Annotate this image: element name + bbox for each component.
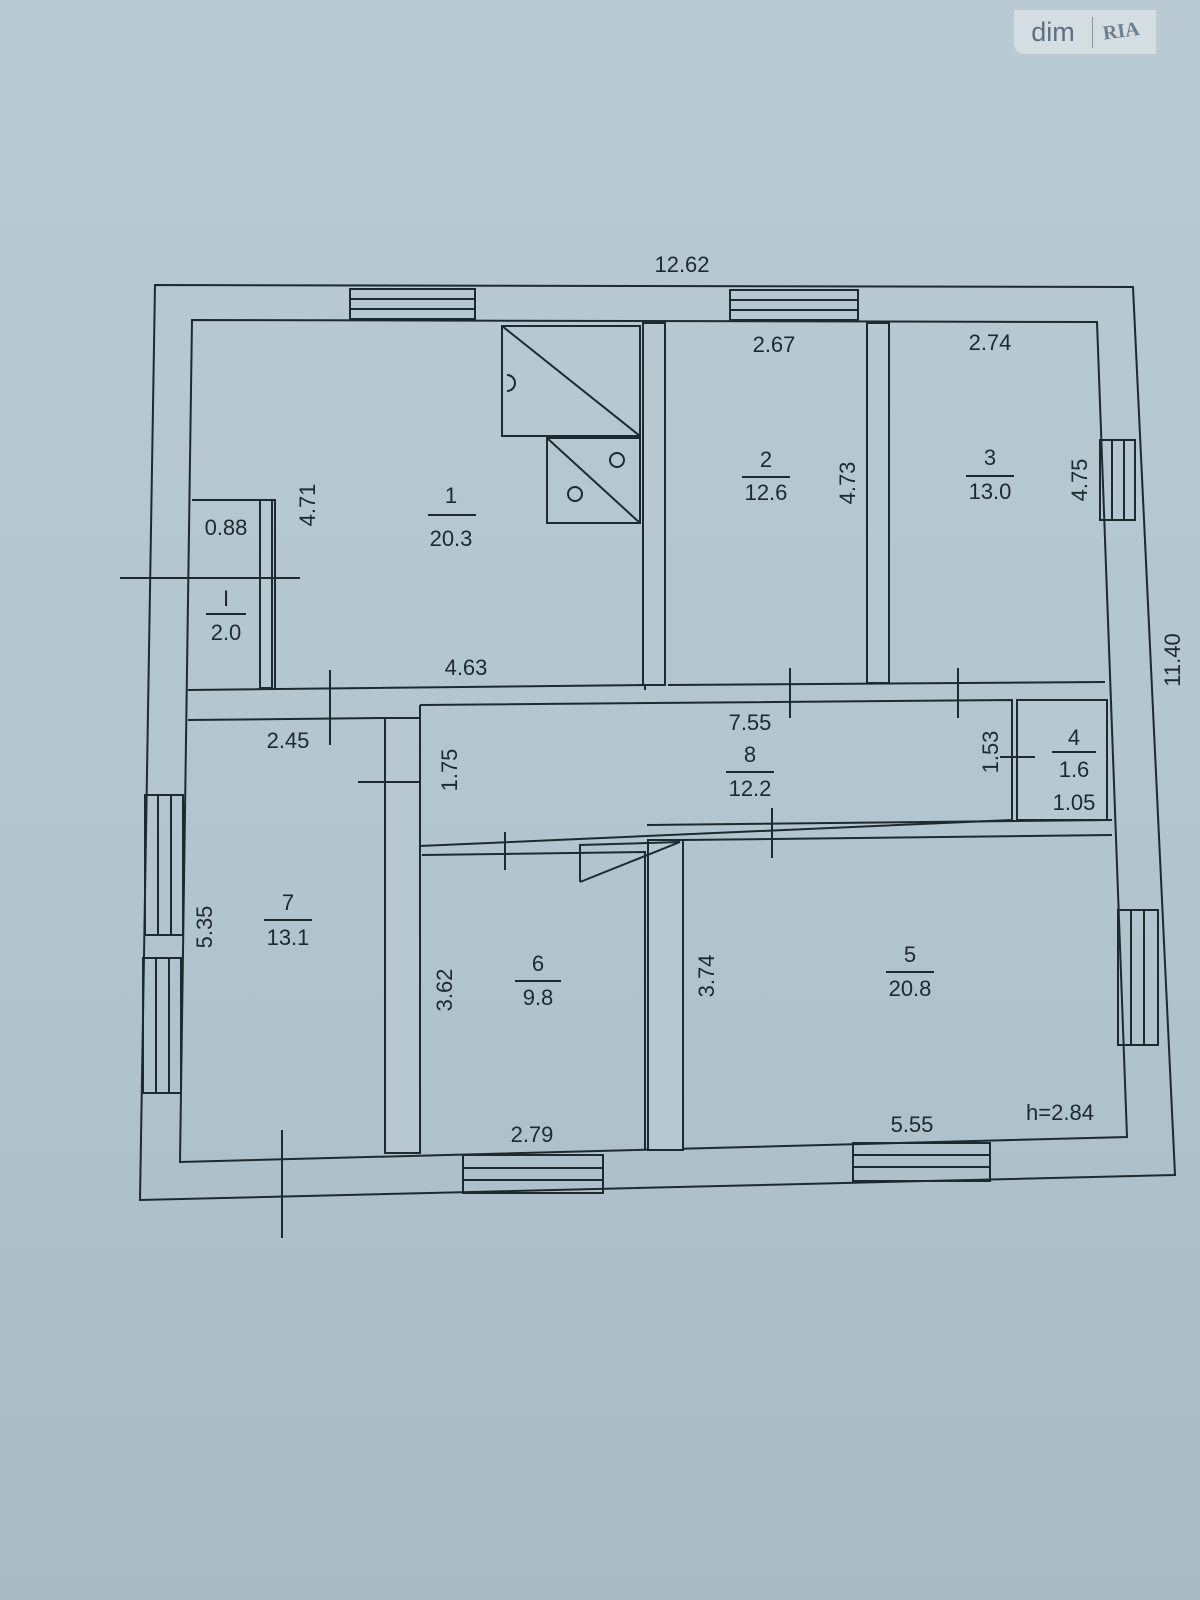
dim-r3-width: 2.74 [969,330,1012,355]
logo-dim-text: dim [1014,16,1093,48]
svg-text:1: 1 [445,483,457,508]
dim-r6-width: 2.79 [511,1122,554,1147]
dim-r1-depth: 4.71 [295,484,320,527]
overall-depth: 11.40 [1160,633,1185,686]
room-vestibule-label: I 2.0 [206,586,246,645]
dim-r7-width: 2.45 [267,728,310,753]
svg-text:20.3: 20.3 [430,526,473,551]
dim-ria-logo[interactable]: dim RIA [1014,10,1156,54]
svg-text:5: 5 [904,942,916,967]
kitchen-fixtures [501,325,641,524]
dim-r7-depth: 5.35 [192,906,217,949]
dim-r6-depth: 3.62 [432,969,457,1012]
overall-width: 12.62 [654,252,709,277]
dim-r1-width: 4.63 [445,655,488,680]
dim-vestibule-width: 0.88 [205,515,248,540]
interior-walls [120,322,1113,1238]
room-6-label: 69.8 [515,951,561,1010]
svg-text:2: 2 [760,447,772,472]
svg-text:4: 4 [1068,725,1080,750]
dim-r8-depth: 1.75 [437,749,462,792]
dim-r2-depth: 4.73 [835,462,860,505]
windows [142,288,1159,1194]
dim-r4-depth: 1.53 [978,731,1003,774]
svg-text:6: 6 [532,951,544,976]
dimension-labels: 12.62 11.40 h=2.84 4.71 4.63 2.67 4.73 2… [192,252,1185,1147]
room-8-label: 812.2 [726,742,774,801]
svg-text:8: 8 [744,742,756,767]
svg-text:2.0: 2.0 [211,620,242,645]
ceiling-height: h=2.84 [1026,1100,1094,1125]
room-7-label: 713.1 [264,890,312,950]
svg-text:13.1: 13.1 [267,925,310,950]
room-5-label: 520.8 [886,942,934,1001]
room-1-label: 120.3 [428,483,476,551]
svg-text:1.6: 1.6 [1059,757,1090,782]
svg-text:12.6: 12.6 [745,480,788,505]
room-3-label: 313.0 [966,445,1014,504]
svg-text:13.0: 13.0 [969,479,1012,504]
room-labels: 120.3 212.6 313.0 41.6 520.8 69.8 713.1 … [206,445,1096,1010]
room-4-label: 41.6 [1052,725,1096,782]
dim-r5-depth: 3.74 [694,955,719,998]
svg-text:20.8: 20.8 [889,976,932,1001]
dim-r3-depth: 4.75 [1067,459,1092,502]
svg-text:I: I [223,586,229,611]
dim-r4-width: 1.05 [1053,790,1096,815]
svg-text:9.8: 9.8 [523,985,554,1010]
svg-text:3: 3 [984,445,996,470]
dim-r5-width: 5.55 [891,1112,934,1137]
svg-text:12.2: 12.2 [729,776,772,801]
dim-r8-width: 7.55 [729,710,772,735]
room-2-label: 212.6 [742,447,790,505]
dim-r2-width: 2.67 [753,332,796,357]
svg-text:7: 7 [282,890,294,915]
